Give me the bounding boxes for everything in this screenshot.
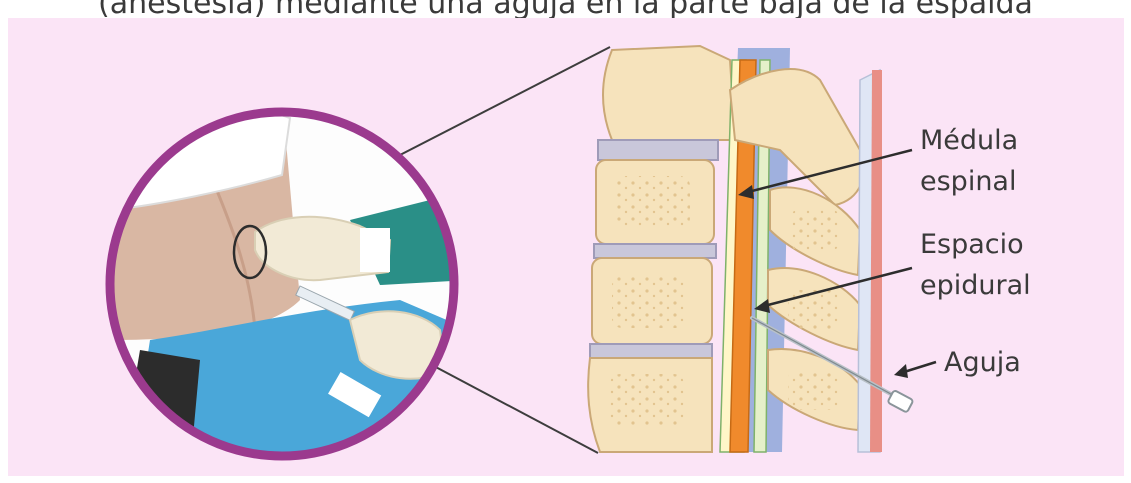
- label-epidural-2: epidural: [920, 269, 1031, 303]
- disc-3: [590, 344, 712, 358]
- disc-1: [598, 140, 718, 160]
- spine-diagram: [588, 46, 913, 452]
- label-needle: Aguja: [944, 346, 1021, 380]
- vertebra-top: [603, 46, 735, 140]
- disc-2: [594, 244, 716, 258]
- label-epidural-1: Espacio: [920, 228, 1024, 262]
- needle-hub: [887, 390, 913, 413]
- label-spinal-cord-2: espinal: [920, 165, 1016, 199]
- label-spinal-cord-1: Médula: [920, 124, 1018, 158]
- ligament: [870, 70, 882, 452]
- patient-photo: [100, 100, 470, 470]
